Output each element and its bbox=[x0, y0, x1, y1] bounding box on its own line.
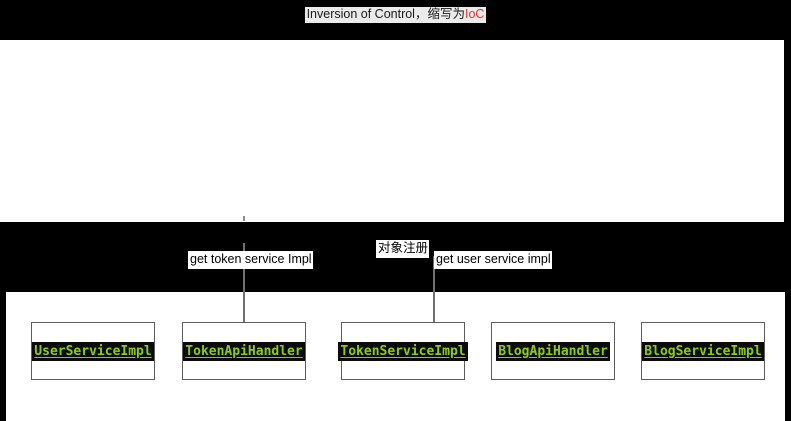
class-name-label: BlogApiHandler bbox=[496, 341, 610, 361]
page-title-accent: IoC bbox=[464, 7, 485, 21]
class-name-label: TokenServiceImpl bbox=[338, 341, 468, 361]
page-title-prefix: Inversion of Control，缩写为 bbox=[306, 7, 465, 21]
page-title-text: Inversion of Control，缩写为IoC bbox=[304, 7, 487, 23]
class-name-label: TokenApiHandler bbox=[183, 341, 305, 361]
connector-token-service-impl bbox=[433, 256, 435, 323]
class-box-token-service-impl[interactable]: TokenServiceImpl bbox=[338, 322, 468, 380]
class-box-token-api-handler[interactable]: TokenApiHandler bbox=[182, 322, 306, 380]
class-box-blog-api-handler[interactable]: BlogApiHandler bbox=[491, 322, 615, 380]
connector-token-api-handler bbox=[243, 243, 245, 323]
upper-content-panel bbox=[0, 40, 784, 222]
class-name-label: BlogServiceImpl bbox=[642, 341, 764, 361]
class-box-user-service-impl[interactable]: UserServiceImpl bbox=[31, 322, 155, 380]
label-get-user-service-impl: get user service impl bbox=[434, 251, 552, 269]
class-name-label: UserServiceImpl bbox=[32, 341, 154, 361]
label-get-token-service-impl: get token service Impl bbox=[188, 251, 313, 269]
page-title: Inversion of Control，缩写为IoC bbox=[0, 6, 791, 23]
class-box-blog-service-impl[interactable]: BlogServiceImpl bbox=[641, 322, 765, 380]
connector-stub bbox=[243, 216, 245, 221]
label-object-registration: 对象注册 bbox=[376, 240, 430, 258]
